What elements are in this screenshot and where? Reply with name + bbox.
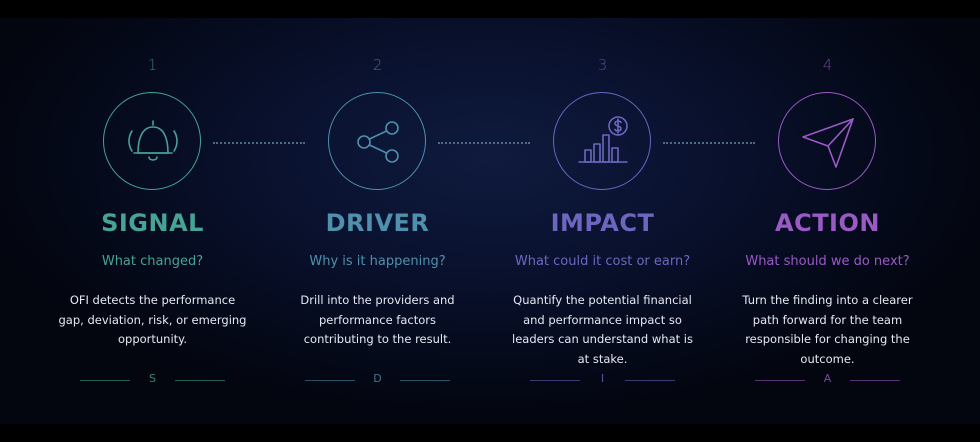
connector-dots-3 (663, 142, 755, 144)
step-description: Turn the finding into a clearer path for… (742, 293, 913, 366)
step-number: 1 (147, 56, 158, 74)
step-signal: 1 SIGNAL What changed? OFI detects the p… (40, 18, 265, 424)
step-question: Why is it happening? (309, 254, 446, 269)
step-title: SIGNAL (101, 209, 204, 237)
connector-dots-2 (438, 142, 530, 144)
footer-line-right (400, 380, 450, 381)
footer-line-left (305, 380, 355, 381)
footer-line-left (530, 380, 580, 381)
bell-icon (103, 92, 201, 190)
connector-dots-1 (213, 142, 305, 144)
step-letter: S (149, 372, 156, 385)
step-driver: 2 DRIVER Why is it happening? Drill into… (265, 18, 490, 424)
step-title: ACTION (775, 209, 880, 237)
step-footer: I (490, 372, 715, 388)
step-footer: A (715, 372, 940, 388)
step-number: 4 (822, 56, 833, 74)
step-impact: 3 IMPACT What could it cost or earn? Qua… (490, 18, 715, 424)
step-question: What could it cost or earn? (514, 254, 691, 269)
step-title: IMPACT (550, 209, 655, 237)
step-letter: A (823, 372, 832, 385)
step-footer: D (265, 372, 490, 388)
footer-line-right (850, 380, 900, 381)
step-description: OFI detects the performance gap, deviati… (58, 293, 247, 346)
framework-panel: 1 SIGNAL What changed? OFI detects the p… (0, 18, 980, 424)
step-description: Drill into the providers and performance… (300, 293, 455, 346)
footer-line-right (625, 380, 675, 381)
step-description: Quantify the potential financial and per… (512, 293, 693, 366)
footer-line-left (80, 380, 130, 381)
step-action: 4 ACTION What should we do next? Turn th… (715, 18, 940, 424)
footer-line-right (175, 380, 225, 381)
step-title: DRIVER (325, 209, 430, 237)
step-number: 3 (597, 56, 608, 74)
step-letter: D (373, 372, 382, 385)
bar-chart-dollar-icon (553, 92, 651, 190)
paper-plane-icon (778, 92, 876, 190)
step-question: What changed? (101, 254, 204, 269)
step-question: What should we do next? (745, 254, 910, 269)
footer-line-left (755, 380, 805, 381)
step-letter: I (600, 372, 605, 385)
step-footer: S (40, 372, 265, 388)
step-number: 2 (372, 56, 383, 74)
share-nodes-icon (328, 92, 426, 190)
